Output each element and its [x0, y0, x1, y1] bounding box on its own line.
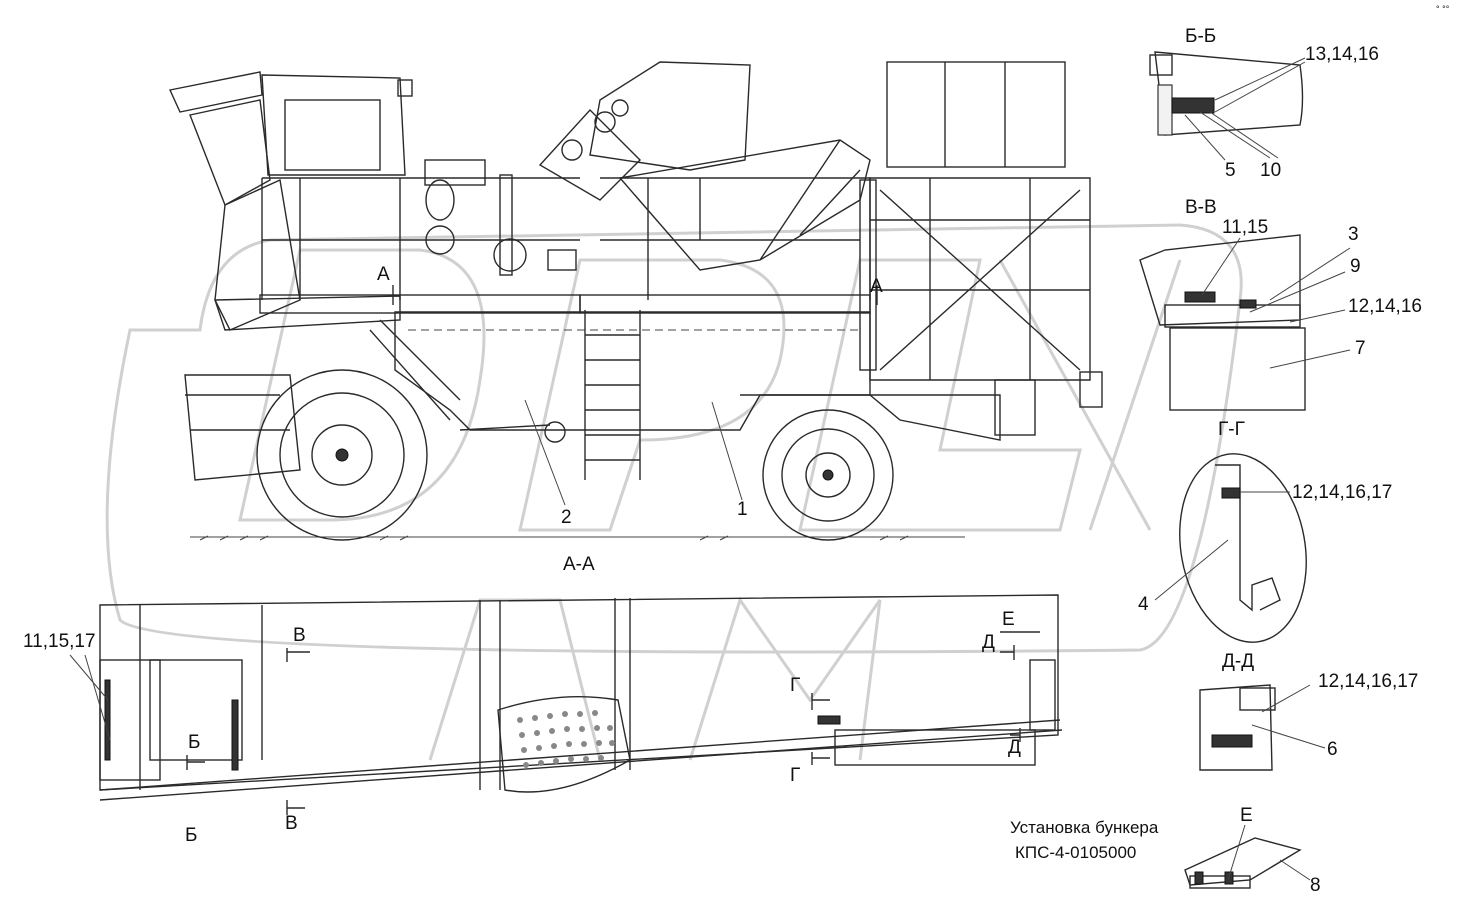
callout-3: 3	[1348, 224, 1359, 245]
callout-8: 8	[1310, 875, 1321, 896]
cab-window	[189, 99, 271, 207]
front-wheel	[256, 369, 428, 541]
callout-7: 7	[1355, 338, 1366, 359]
section-title-aa: А-А	[563, 554, 595, 575]
section-title-bb: Б-Б	[1185, 26, 1217, 47]
callout-10: 10	[1260, 160, 1282, 181]
callout-11-15-17: 11,15,17	[23, 631, 96, 652]
cut-mark-b-left: Б	[188, 732, 201, 753]
callout-12-14-16-17-gg: 12,14,16,17	[1292, 482, 1393, 503]
harvester-side-view	[168, 61, 1103, 541]
rear-wheel	[762, 409, 894, 541]
callout-12-14-16-17-dd: 12,14,16,17	[1318, 671, 1419, 692]
cab-roof	[168, 71, 263, 113]
section-gg-view	[1154, 453, 1307, 643]
cut-mark-g-top: Г	[790, 675, 801, 696]
cut-mark-a-left: А	[377, 264, 390, 285]
detail-e-view	[1184, 824, 1311, 889]
callout-6: 6	[1327, 739, 1338, 760]
cut-mark-a-right: А	[870, 276, 883, 297]
callout-5: 5	[1225, 160, 1236, 181]
section-bb-view	[1149, 51, 1306, 161]
perforated-plate	[497, 695, 631, 793]
cut-mark-d-bottom: Д	[1008, 737, 1021, 758]
cut-mark-e-top: Е	[1002, 609, 1015, 630]
callout-2: 2	[561, 507, 572, 528]
ladder	[584, 310, 641, 480]
cut-mark-v-bottom: В	[285, 813, 298, 834]
callout-1: 1	[737, 499, 748, 520]
corner-mark: ° °°	[1436, 4, 1450, 14]
cab-body	[261, 74, 406, 176]
bunker-upper	[886, 61, 1066, 168]
section-title-gg: Г-Г	[1218, 419, 1245, 440]
cut-mark-e-detail: Е	[1240, 805, 1253, 826]
section-title-vv: В-В	[1185, 197, 1217, 218]
section-title-dd: Д-Д	[1222, 651, 1255, 672]
section-aa-view	[69, 594, 1063, 815]
callout-4: 4	[1138, 594, 1149, 615]
left-bracket	[99, 659, 161, 781]
callout-12-14-16: 12,14,16	[1348, 296, 1422, 317]
section-dd-view	[1199, 684, 1326, 771]
elevator-head	[589, 61, 751, 171]
cut-mark-b-bottom: Б	[185, 825, 198, 846]
callout-9: 9	[1350, 256, 1361, 277]
note-line-2: КПС-4-0105000	[1015, 843, 1137, 862]
cut-mark-g-bottom: Г	[790, 765, 801, 786]
plate-7	[1169, 327, 1306, 411]
side-panel	[394, 311, 871, 431]
section-vv-view	[1139, 234, 1351, 411]
cut-mark-v-top: В	[293, 625, 306, 646]
cut-mark-d-top: Д	[982, 632, 995, 653]
note-line-1: Установка бункера	[1010, 818, 1159, 837]
callout-11-15: 11,15	[1222, 217, 1269, 238]
watermark	[105, 223, 1243, 761]
callout-13-14-16: 13,14,16	[1305, 44, 1379, 65]
